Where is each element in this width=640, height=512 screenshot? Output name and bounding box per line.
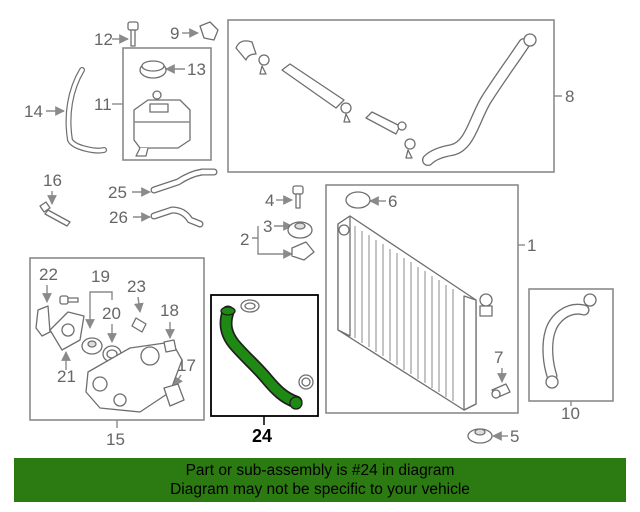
hose-part-26[interactable] (150, 206, 204, 228)
reservoir-tank-part-11[interactable] (133, 90, 191, 157)
radiator-box (325, 184, 519, 414)
callout-22[interactable]: 22 (39, 265, 58, 284)
upper-radiator-hose-part-8[interactable] (422, 33, 537, 166)
mount-part-5[interactable] (467, 428, 493, 444)
hose-part-14[interactable] (65, 67, 107, 154)
banner-line-1: Part or sub-assembly is #24 in diagram (185, 462, 455, 479)
hose-elbow-part[interactable] (235, 40, 270, 75)
callout-21[interactable]: 21 (57, 367, 76, 386)
callout-5[interactable]: 5 (510, 427, 519, 446)
bracket-part-22[interactable] (35, 305, 51, 337)
bolt-part-12[interactable] (127, 21, 139, 47)
callout-18[interactable]: 18 (160, 301, 179, 320)
sensor-part-18[interactable] (163, 339, 177, 353)
thermostat-part-19[interactable] (81, 337, 103, 355)
callout-16[interactable]: 16 (43, 171, 62, 190)
hose-connector-part[interactable] (365, 111, 416, 159)
callout-14[interactable]: 14 (24, 102, 43, 121)
reservoir-cap-part-13[interactable] (139, 60, 167, 79)
sensor-part-9[interactable] (199, 21, 219, 41)
callout-9[interactable]: 9 (170, 24, 179, 43)
radiator-part-1[interactable] (337, 215, 493, 411)
sensor-part-23[interactable] (131, 317, 147, 333)
banner-line-2: Diagram may not be specific to your vehi… (170, 481, 470, 498)
callout-24[interactable]: 24 (252, 426, 272, 446)
callout-4[interactable]: 4 (265, 191, 274, 210)
bracket-part-2[interactable] (291, 241, 315, 261)
callout-25[interactable]: 25 (108, 183, 127, 202)
hose-clamp-upper[interactable] (240, 299, 260, 313)
callout-10[interactable]: 10 (561, 404, 580, 423)
bolt-part-19a[interactable] (59, 295, 79, 305)
callout-11[interactable]: 11 (94, 95, 112, 114)
callout-20[interactable]: 20 (102, 304, 121, 323)
callout-12[interactable]: 12 (94, 30, 113, 49)
hose-straight-part[interactable] (281, 63, 352, 123)
callout-6[interactable]: 6 (388, 192, 397, 211)
callout-23[interactable]: 23 (127, 277, 146, 296)
callout-7[interactable]: 7 (494, 348, 503, 367)
coolant-hose-part-24[interactable] (219, 305, 303, 410)
callout-15[interactable]: 15 (106, 430, 125, 449)
bolt-part-16[interactable] (39, 201, 71, 227)
bolt-part-4[interactable] (292, 185, 304, 209)
housing-part-15[interactable] (85, 341, 183, 413)
gasket-part-17[interactable] (163, 383, 185, 407)
hose-part-25[interactable] (150, 168, 218, 194)
callout-2[interactable]: 2 (240, 230, 249, 249)
callout-1[interactable]: 1 (527, 236, 536, 255)
info-banner: Part or sub-assembly is #24 in diagram D… (14, 458, 626, 502)
radiator-fins (354, 226, 454, 401)
callout-13[interactable]: 13 (187, 60, 206, 79)
mount-part-3[interactable] (287, 221, 313, 239)
callout-8[interactable]: 8 (565, 87, 574, 106)
hose-clamp-lower[interactable] (298, 374, 314, 390)
callout-3[interactable]: 3 (263, 217, 272, 236)
cover-part-21[interactable] (49, 311, 85, 351)
cap-part-6[interactable] (345, 191, 371, 209)
upper-hose-box (227, 19, 555, 173)
lower-hose-part-10[interactable] (542, 293, 597, 389)
drain-plug-part-7[interactable] (491, 383, 511, 399)
callout-19[interactable]: 19 (91, 267, 110, 286)
callout-26[interactable]: 26 (109, 208, 128, 227)
